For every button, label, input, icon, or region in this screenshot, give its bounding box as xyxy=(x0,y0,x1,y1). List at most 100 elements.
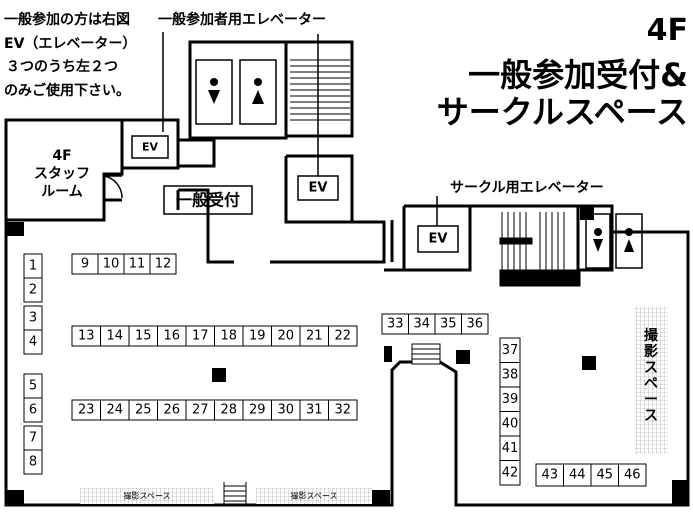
booth-number: 16 xyxy=(163,329,180,344)
booth-45: 45 xyxy=(590,463,619,487)
booth-number: 8 xyxy=(29,455,37,470)
booth-number: 38 xyxy=(502,367,519,382)
photo-space-bottom-right: 撮影スペース xyxy=(256,488,372,504)
booth-5: 5 xyxy=(23,373,43,399)
booth-2: 2 xyxy=(23,277,43,303)
booth-17: 17 xyxy=(185,325,215,347)
booth-number: 26 xyxy=(163,403,180,418)
circle-elevator-label: サークル用エレベーター xyxy=(450,180,604,196)
booth-number: 24 xyxy=(106,403,123,418)
toilet-male-icon xyxy=(208,90,220,104)
booth-number: 10 xyxy=(103,257,120,272)
booth-33: 33 xyxy=(381,313,409,335)
booth-number: 2 xyxy=(29,283,37,298)
toilet-general xyxy=(195,59,350,125)
booth-6: 6 xyxy=(23,397,43,423)
staff-room: 4F スタッフ ルーム xyxy=(34,148,90,200)
booth-number: 14 xyxy=(106,329,123,344)
booth-number: 12 xyxy=(155,257,172,272)
photo-space-bottom-left: 撮影スペース xyxy=(80,488,214,504)
booth-41: 41 xyxy=(499,435,521,461)
booth-number: 6 xyxy=(29,403,37,418)
pillars xyxy=(6,206,688,505)
booth-26: 26 xyxy=(157,399,187,421)
booth-19: 19 xyxy=(242,325,272,347)
booth-number: 45 xyxy=(596,468,613,483)
stairs-center xyxy=(411,343,441,365)
booth-number: 1 xyxy=(29,259,37,274)
booth-1: 1 xyxy=(23,253,43,279)
ev-label: EV xyxy=(142,141,159,154)
booth-number: 46 xyxy=(624,468,641,483)
booth-number: 17 xyxy=(192,329,209,344)
booth-3: 3 xyxy=(23,305,43,331)
usage-note: 一般参加の方は右図 EV（エレベーター） ３つのうち左２つ のみご使用下さい。 xyxy=(4,11,136,99)
staff-room-line-3: ルーム xyxy=(41,184,83,200)
booth-11: 11 xyxy=(123,253,151,275)
ev-label: EV xyxy=(309,181,328,196)
booth-number: 15 xyxy=(135,329,152,344)
booth-number: 3 xyxy=(29,311,37,326)
booth-number: 35 xyxy=(440,317,457,332)
booth-number: 31 xyxy=(306,403,323,418)
note-line-1: 一般参加の方は右図 xyxy=(4,11,130,28)
note-line-3: ３つのうち左２つ xyxy=(6,58,118,75)
reception-label: 一般受付 xyxy=(176,191,240,210)
ev-box-1: EV xyxy=(131,135,169,159)
booth-43: 43 xyxy=(535,463,564,487)
ev-label: EV xyxy=(429,232,448,247)
booth-38: 38 xyxy=(499,362,521,388)
booth-21: 21 xyxy=(299,325,329,347)
staff-room-line-2: スタッフ xyxy=(34,166,90,182)
booth-7: 7 xyxy=(23,425,43,451)
booth-number: 22 xyxy=(334,329,351,344)
booth-number: 25 xyxy=(135,403,152,418)
booth-number: 43 xyxy=(541,468,558,483)
booth-8: 8 xyxy=(23,449,43,475)
booth-29: 29 xyxy=(242,399,272,421)
floor-label: 4F xyxy=(647,13,688,48)
booth-31: 31 xyxy=(299,399,329,421)
booth-number: 4 xyxy=(29,335,37,350)
toilet-male-icon xyxy=(593,239,603,252)
booth-4: 4 xyxy=(23,329,43,355)
ev-box-3: EV xyxy=(417,225,459,253)
booth-30: 30 xyxy=(271,399,301,421)
booth-27: 27 xyxy=(185,399,215,421)
booth-20: 20 xyxy=(271,325,301,347)
booth-9: 9 xyxy=(71,253,99,275)
booth-number: 11 xyxy=(129,257,146,272)
booth-number: 9 xyxy=(81,257,89,272)
stairs-circle xyxy=(499,212,581,287)
booth-number: 19 xyxy=(249,329,266,344)
booth-number: 29 xyxy=(249,403,266,418)
booth-44: 44 xyxy=(563,463,592,487)
photo-space-label: 撮影スペース xyxy=(644,327,659,424)
booth-number: 34 xyxy=(413,317,430,332)
booth-number: 37 xyxy=(502,343,519,358)
booth-number: 42 xyxy=(502,465,519,480)
photo-space-right: 撮影スペース xyxy=(634,306,668,454)
booth-46: 46 xyxy=(618,463,647,487)
staff-room-line-1: 4F xyxy=(52,148,71,164)
booth-number: 21 xyxy=(306,329,323,344)
booth-25: 25 xyxy=(128,399,158,421)
booth-number: 23 xyxy=(78,403,95,418)
booth-number: 32 xyxy=(334,403,351,418)
booth-22: 22 xyxy=(328,325,358,347)
booth-number: 20 xyxy=(277,329,294,344)
booth-number: 36 xyxy=(466,317,483,332)
booth-number: 18 xyxy=(220,329,237,344)
booth-number: 13 xyxy=(78,329,95,344)
booth-40: 40 xyxy=(499,411,521,437)
booth-39: 39 xyxy=(499,386,521,412)
toilet-female-icon xyxy=(624,239,634,252)
booth-42: 42 xyxy=(499,460,521,486)
booth-14: 14 xyxy=(100,325,130,347)
booth-number: 27 xyxy=(192,403,209,418)
booth-12: 12 xyxy=(149,253,177,275)
reception: 一般受付 xyxy=(163,185,253,215)
general-elevator-label: 一般参加者用エレベーター xyxy=(158,11,326,28)
booth-number: 40 xyxy=(502,416,519,431)
